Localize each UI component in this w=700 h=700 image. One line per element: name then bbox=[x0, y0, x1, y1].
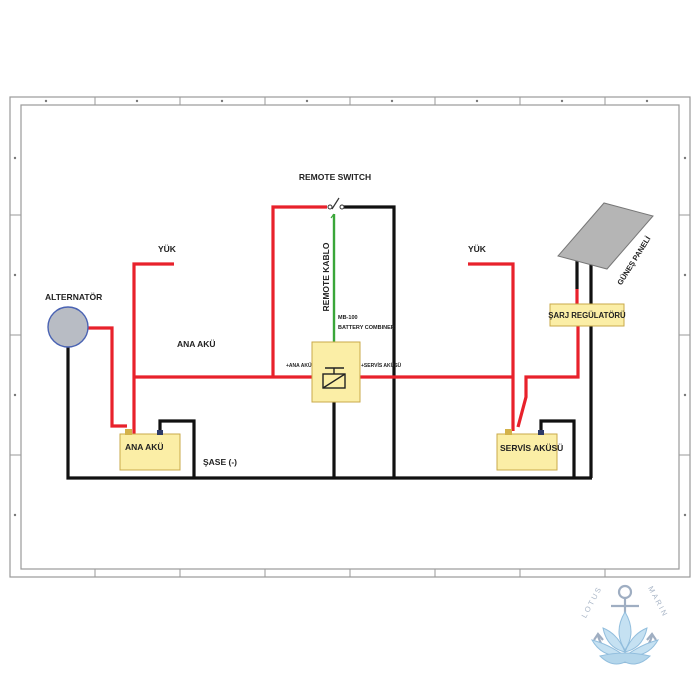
remote-cable-label: REMOTE KABLO bbox=[321, 242, 331, 311]
watermark-logo: LOTUS MARIN bbox=[580, 584, 670, 665]
load-left-wire bbox=[132, 262, 174, 436]
watermark-word-right: MARIN bbox=[646, 585, 670, 619]
drawing-frame bbox=[9, 96, 691, 578]
charge-regulator-label: ŞARJ REGÜLATÖRÜ bbox=[548, 311, 626, 320]
regulator-output-wire bbox=[516, 326, 580, 428]
load-right-wire bbox=[468, 262, 515, 431]
combiner-main-terminal-label: +ANA AKÜ bbox=[286, 362, 312, 369]
frame-dots bbox=[13, 99, 687, 517]
relay-icon bbox=[322, 367, 346, 389]
combiner-name-label: BATTERY COMBINER bbox=[338, 325, 395, 331]
frame-ticks bbox=[10, 97, 690, 577]
alternator-icon bbox=[47, 306, 89, 348]
switch-contact-right bbox=[339, 204, 345, 210]
service-battery-neg-terminal bbox=[538, 430, 544, 435]
main-battery bbox=[119, 429, 181, 471]
solar-panel-icon bbox=[557, 202, 654, 270]
combiner-box bbox=[311, 341, 361, 403]
remote-switch-label: REMOTE SWITCH bbox=[299, 172, 371, 182]
service-battery-pos-terminal bbox=[505, 429, 512, 435]
labels: REMOTE SWITCH REMOTE KABLO MB-100 BATTER… bbox=[45, 172, 652, 467]
switch-contact-left bbox=[327, 204, 333, 210]
main-battery-label: ANA AKÜ bbox=[125, 442, 164, 452]
combiner-service-terminal-label: +SERVİS AKÜSÜ bbox=[361, 362, 402, 369]
positive-wires bbox=[88, 205, 580, 436]
lotus-flower-icon bbox=[591, 611, 659, 665]
combiner-model-label: MB-100 bbox=[338, 315, 358, 321]
ground-label: ŞASE (-) bbox=[203, 457, 237, 467]
service-battery-box bbox=[496, 433, 558, 471]
main-battery-box bbox=[119, 433, 181, 471]
alternator-wire bbox=[88, 326, 127, 428]
main-battery-neg-terminal bbox=[157, 430, 163, 435]
ground-bus bbox=[66, 346, 592, 480]
main-battery-bus-label: ANA AKÜ bbox=[177, 339, 216, 349]
switch-lever bbox=[331, 197, 340, 210]
charge-regulator-box bbox=[549, 303, 625, 327]
load-right-label: YÜK bbox=[468, 244, 487, 254]
solar-panel bbox=[557, 202, 654, 270]
service-battery bbox=[496, 429, 558, 471]
remote-switch bbox=[327, 197, 345, 219]
service-battery-label: SERVİS AKÜSÜ bbox=[500, 443, 563, 453]
watermark-word-left: LOTUS bbox=[580, 584, 604, 619]
remote-switch-neg-wire bbox=[344, 205, 396, 478]
alternator-label: ALTERNATÖR bbox=[45, 292, 102, 302]
remote-switch-pos-wire bbox=[271, 205, 327, 377]
load-left-label: YÜK bbox=[158, 244, 177, 254]
main-battery-pos-terminal bbox=[125, 429, 132, 435]
battery-combiner bbox=[311, 341, 361, 403]
